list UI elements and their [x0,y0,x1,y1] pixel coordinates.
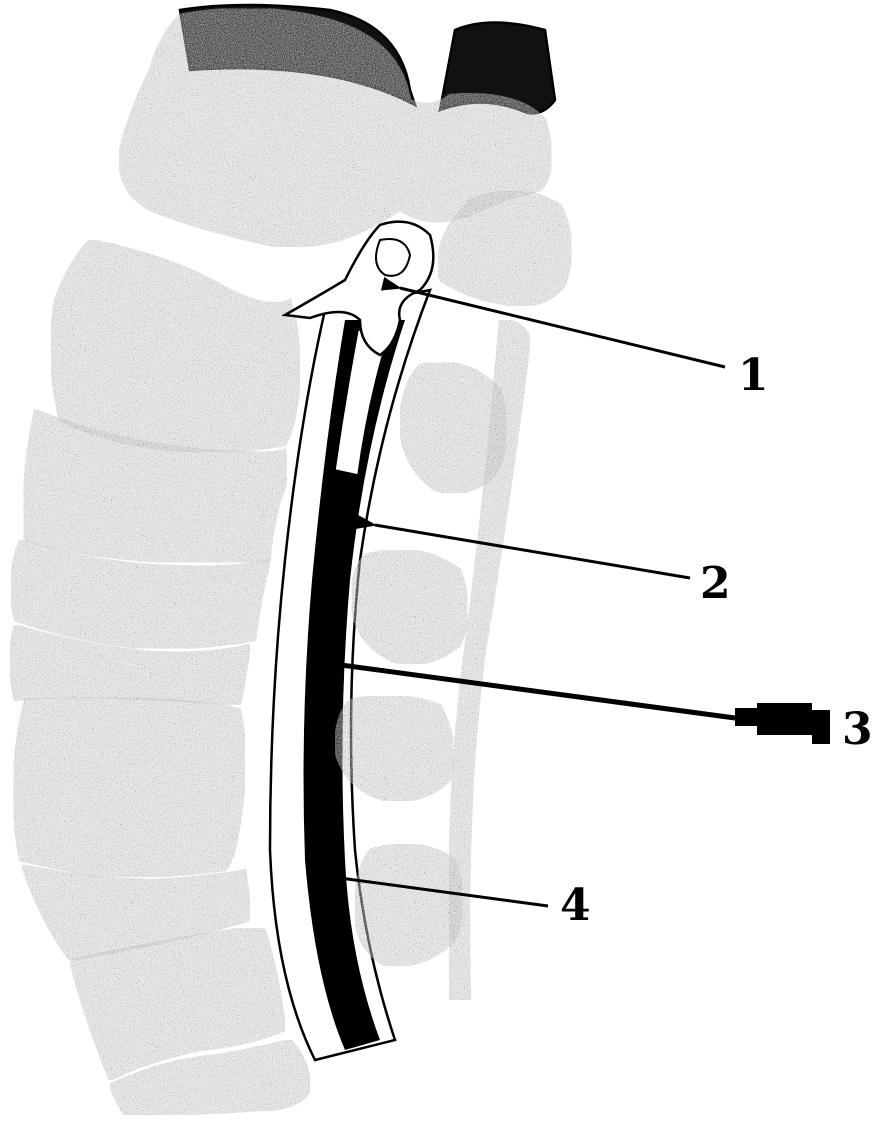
vertebra-c3 [51,240,300,452]
callout-label-2: 2 [700,558,731,609]
callout-label-1: 1 [738,350,769,401]
needle-syringe [757,703,812,735]
needle-plunger [812,710,830,744]
callout-label-3: 3 [842,704,873,755]
lamina-2 [352,550,468,664]
vertebra-c7 [14,698,245,877]
callout-line-1 [400,288,725,367]
callout-labels: 1 2 3 4 [560,350,873,931]
needle-hub [735,708,757,726]
lamina-4 [355,844,463,965]
callout-label-4: 4 [560,880,591,931]
